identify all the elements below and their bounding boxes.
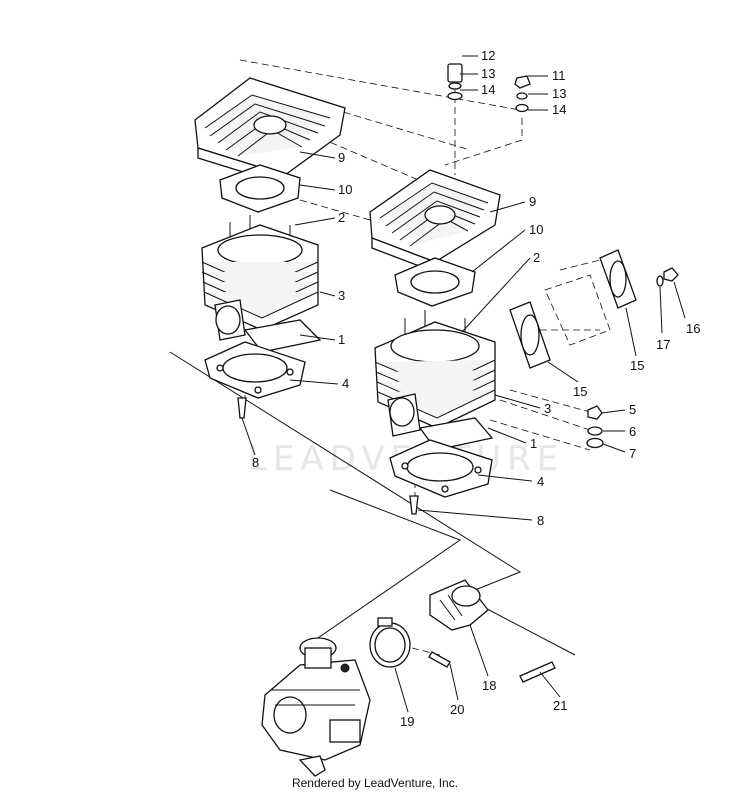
washer-7	[586, 437, 604, 449]
washer-17	[656, 275, 664, 287]
callout-6: 6	[629, 424, 636, 439]
callout-5: 5	[629, 402, 636, 417]
callout-18: 18	[482, 678, 496, 693]
callout-14: 14	[481, 82, 495, 97]
callout-11: 11	[552, 68, 566, 83]
cylinder-left	[201, 215, 322, 353]
leader-lines	[241, 55, 686, 713]
exhaust-gasket-lower	[509, 301, 551, 369]
screw-20	[428, 651, 451, 668]
callout-13: 13	[552, 86, 566, 101]
hardware-stack-right	[514, 75, 531, 113]
clamp	[369, 617, 411, 668]
callout-7: 7	[629, 446, 636, 461]
callout-17: 17	[656, 337, 670, 352]
callout-8: 8	[537, 513, 544, 528]
screw-21	[519, 661, 556, 683]
callout-12: 12	[481, 48, 495, 63]
callout-20: 20	[450, 702, 464, 717]
cylinder-head-right	[369, 169, 501, 273]
callout-15: 15	[573, 384, 587, 399]
callout-4: 4	[537, 474, 544, 489]
callout-4: 4	[342, 376, 349, 391]
screw-right	[409, 495, 419, 515]
callout-8: 8	[252, 455, 259, 470]
callout-21: 21	[553, 698, 567, 713]
footer-credit: Rendered by LeadVenture, Inc.	[291, 776, 459, 790]
callout-2: 2	[338, 210, 345, 225]
manifold-outline	[544, 274, 611, 346]
callout-10: 10	[338, 182, 352, 197]
callout-3: 3	[338, 288, 345, 303]
callout-14: 14	[552, 102, 566, 117]
screw-left	[237, 397, 247, 419]
callout-13: 13	[481, 66, 495, 81]
callout-10: 10	[529, 222, 543, 237]
callout-1: 1	[338, 332, 345, 347]
callout-16: 16	[686, 321, 700, 336]
callout-3: 3	[544, 401, 551, 416]
exhaust-gasket-upper	[599, 249, 637, 309]
callout-1: 1	[530, 436, 537, 451]
callout-2: 2	[533, 250, 540, 265]
callout-9: 9	[529, 194, 536, 209]
cylinder-right	[374, 310, 496, 451]
callout-labels: 12 13 14 11 13 14 9 10 2 3 1 4 8 9 10 2 …	[252, 48, 700, 729]
callout-19: 19	[400, 714, 414, 729]
base-gasket-right	[389, 439, 493, 498]
base-gasket-left	[204, 341, 306, 399]
hardware-stack-center	[447, 63, 463, 101]
callout-9: 9	[338, 150, 345, 165]
carburetor	[261, 637, 371, 777]
washer-6	[587, 426, 603, 436]
callout-15: 15	[630, 358, 644, 373]
head-gasket-left	[219, 164, 301, 213]
nut-16	[663, 267, 679, 282]
intake-boot	[429, 579, 489, 631]
nut-5	[587, 405, 603, 420]
head-gasket-right	[394, 257, 476, 307]
